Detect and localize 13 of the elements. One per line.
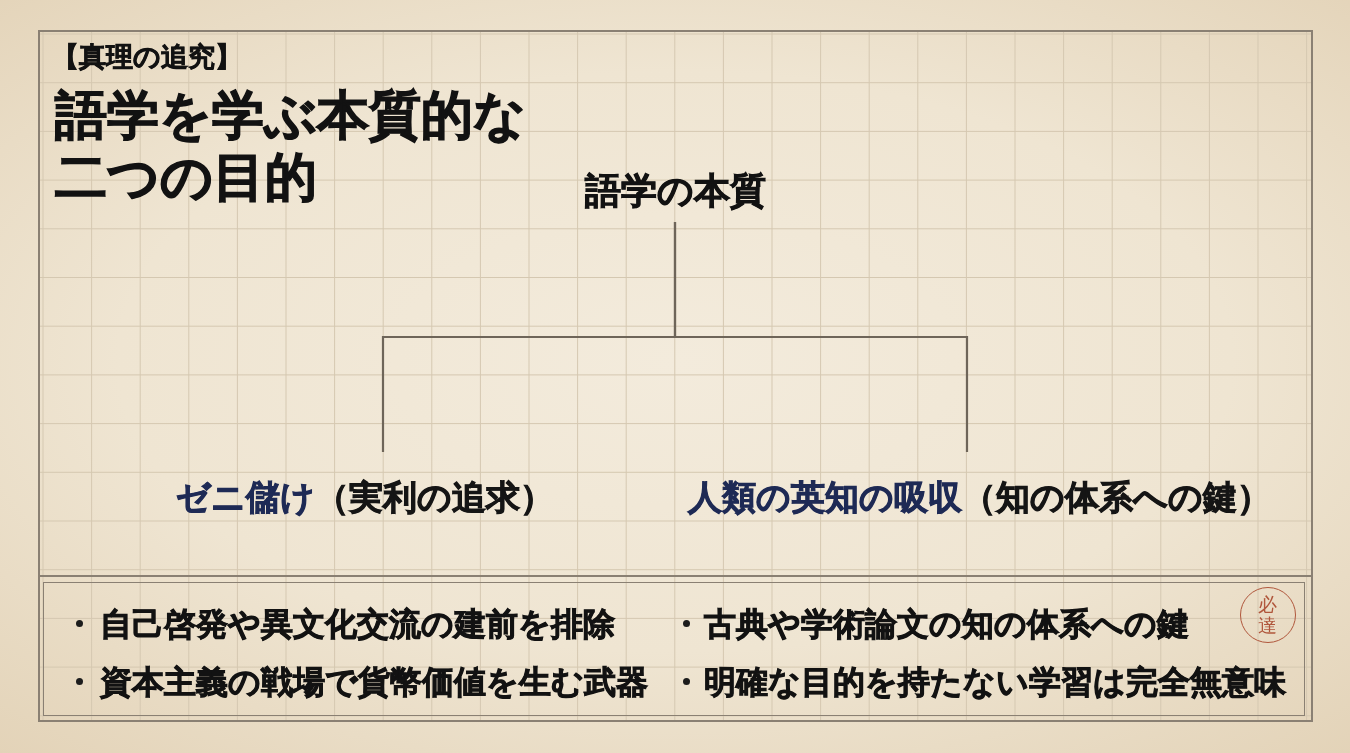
branch-note: （実利の追求） — [315, 477, 554, 517]
summary-panel — [43, 582, 1305, 716]
bullet-text: 資本主義の戦場で貨幣価値を生む武器 — [99, 662, 648, 701]
section-label: 【真理の追究】 — [52, 40, 242, 74]
branch-note: （知の体系への鍵） — [961, 477, 1271, 517]
bullet-text: 古典や学術論文の知の体系への鍵 — [703, 604, 1189, 643]
branch-title: 人類の英知の吸収 — [687, 477, 962, 517]
bullet-text: 自己啓発や異文化交流の建前を排除 — [99, 604, 615, 643]
heading-text: 語学の本質 — [584, 170, 766, 212]
bullet-text: 明確な目的を持たない学習は完全無意味 — [703, 662, 1286, 701]
branch-title: ゼニ儲け — [176, 477, 315, 517]
slide-title: 語学を学ぶ本質的な二つの目的 — [55, 84, 527, 208]
connector-line — [673, 222, 969, 452]
